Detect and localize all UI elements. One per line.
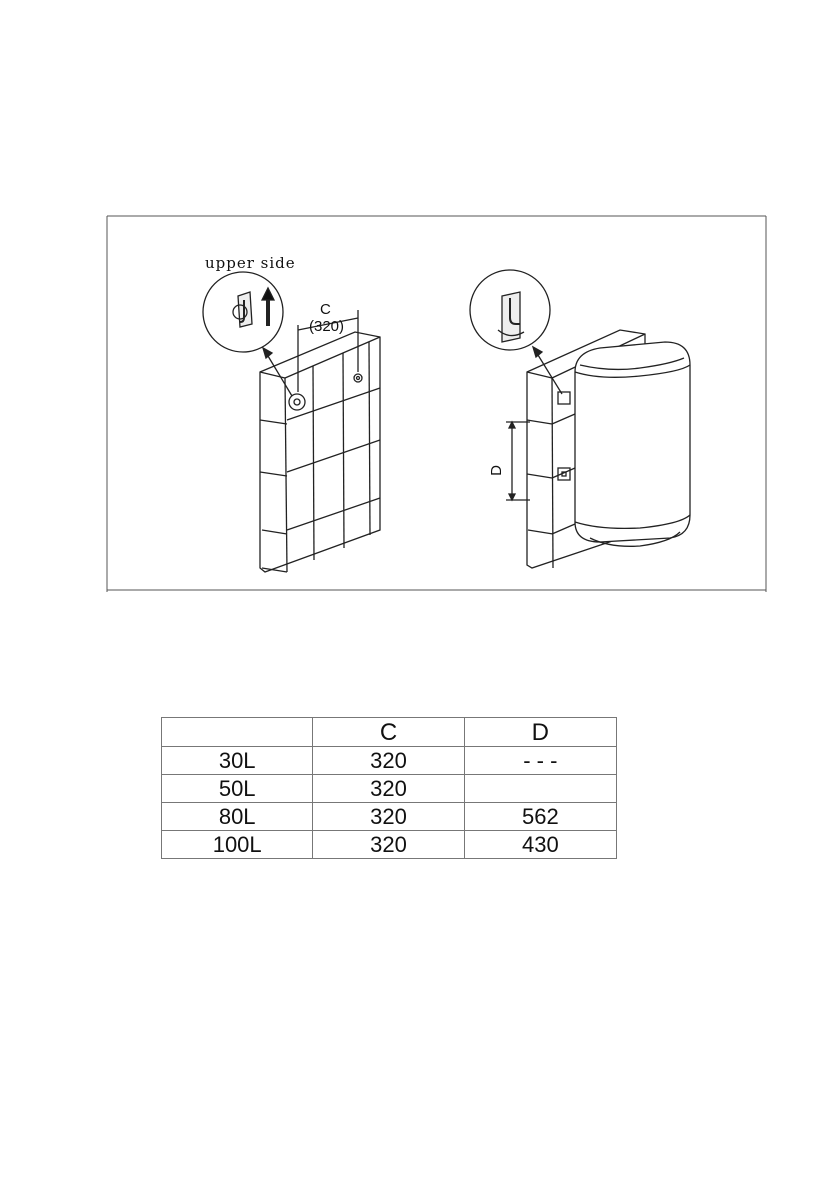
dimension-c-value: (320) bbox=[309, 318, 345, 335]
installation-diagram bbox=[106, 215, 767, 592]
dimension-c-label: C bbox=[320, 301, 331, 318]
table-row: 30L 320 - - - bbox=[160, 746, 618, 775]
table-row: 80L 320 562 bbox=[160, 802, 618, 831]
cell-d: - - - bbox=[463, 746, 618, 775]
dimension-d-label: D bbox=[487, 465, 505, 476]
cell-c: 320 bbox=[312, 802, 465, 831]
dimensions-table: C D 30L 320 - - - 50L 320 80L 320 562 10… bbox=[160, 717, 618, 859]
right-detail-circle bbox=[469, 269, 551, 351]
cell-model: 100L bbox=[160, 830, 314, 859]
table-row: 50L 320 bbox=[160, 774, 618, 803]
cell-c: 320 bbox=[312, 830, 465, 859]
cell-d: 430 bbox=[463, 830, 618, 859]
table-header-row: C D bbox=[160, 717, 618, 747]
cell-d bbox=[463, 774, 618, 803]
figure-frame bbox=[106, 215, 767, 592]
cell-model: 30L bbox=[160, 746, 314, 775]
left-wall-panel bbox=[259, 310, 381, 573]
cell-c: 320 bbox=[312, 774, 465, 803]
water-heater bbox=[574, 341, 691, 547]
cell-model: 80L bbox=[160, 802, 314, 831]
cell-model: 50L bbox=[160, 774, 314, 803]
installation-figure: upper side C (320) D bbox=[106, 215, 767, 592]
upper-side-label: upper side bbox=[205, 254, 296, 272]
left-detail-circle bbox=[202, 271, 284, 353]
cell-d: 562 bbox=[463, 802, 618, 831]
header-d: D bbox=[463, 717, 618, 747]
header-c: C bbox=[312, 717, 465, 747]
table-row: 100L 320 430 bbox=[160, 830, 618, 859]
header-model bbox=[160, 717, 314, 747]
cell-c: 320 bbox=[312, 746, 465, 775]
